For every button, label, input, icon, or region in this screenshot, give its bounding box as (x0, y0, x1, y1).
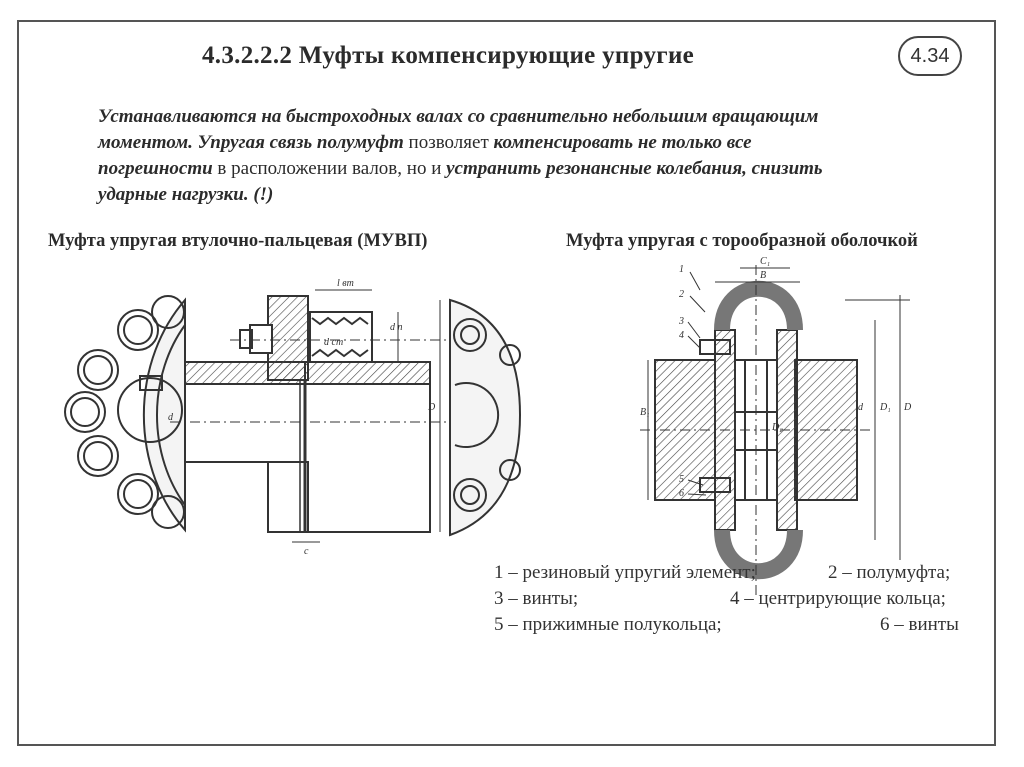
torus-label-C1: C₁ (760, 256, 770, 267)
legend-item-6: 6 – винты (880, 614, 959, 635)
torus-label-5: 5 (679, 474, 684, 485)
torus-label-D1: D₁ (879, 402, 891, 413)
torus-label-d: d (858, 402, 864, 413)
toroidal-coupling-drawing (640, 265, 910, 595)
intro-text-7: устранить резонансные колебания, снизить (446, 158, 823, 179)
slide-frame (17, 20, 996, 746)
torus-label-4: 4 (679, 330, 684, 341)
muvp-label-lvt: l вт (337, 278, 354, 289)
intro-text-3: позволяет (403, 132, 494, 153)
intro-text-8: ударные нагрузки. (!) (98, 184, 274, 205)
muvp-section-view (170, 289, 450, 543)
intro-text-5: погрешности (98, 158, 213, 179)
torus-label-B1: B₁ (640, 407, 650, 418)
legend-item-1: 1 – резиновый упругий элемент; (494, 562, 756, 583)
page-title: 4.3.2.2.2 Муфты компенсирующие упругие (202, 42, 695, 69)
legend-item-2: 2 – полумуфта; (828, 562, 951, 583)
torus-label-D: D (903, 402, 912, 413)
legend-row: 3 – винты; 4 – центрирующие кольца; (494, 586, 994, 612)
torus-label-6: 6 (679, 488, 684, 499)
intro-text-4: компенсировать не только все (493, 132, 752, 153)
legend-item-3: 3 – винты; (494, 588, 579, 609)
intro-text-1: Устанавливаются на быстроходных валах со… (98, 106, 819, 127)
parts-legend: 1 – резиновый упругий элемент; 2 – полум… (494, 560, 994, 638)
muvp-label-c: c (304, 546, 309, 557)
intro-text-2: моментом. Упругая связь полумуфт (98, 132, 404, 153)
legend-item-5: 5 – прижимные полукольца; (494, 614, 722, 635)
torus-label-D2: D₂ (771, 422, 783, 433)
page-number-badge: 4.34 (898, 36, 962, 76)
legend-row: 5 – прижимные полукольца; 6 – винты (494, 612, 994, 638)
legend-item-4: 4 – центрирующие кольца; (730, 588, 946, 609)
muvp-coupling-drawing (64, 289, 522, 543)
intro-paragraph: Устанавливаются на быстроходных валах со… (98, 104, 958, 208)
left-figure-caption: Муфта упругая втулочно-пальцевая (МУВП) (48, 231, 428, 251)
muvp-label-dp: d п (390, 322, 403, 333)
torus-label-B: B (760, 270, 766, 281)
torus-label-1: 1 (679, 264, 684, 275)
right-figure-caption: Муфта упругая с торообразной оболочкой (566, 231, 918, 251)
muvp-label-dst: d ст (324, 337, 343, 348)
drawing-dimension-labels: l вт d п d ст D c d 1 2 3 4 5 6 B C₁ D D… (168, 256, 912, 557)
torus-label-2: 2 (679, 289, 684, 300)
muvp-right-end-view (449, 298, 522, 537)
muvp-label-d: d (168, 412, 174, 423)
legend-row: 1 – резиновый упругий элемент; 2 – полум… (494, 560, 994, 586)
muvp-end-view (64, 295, 186, 533)
muvp-label-D: D (427, 402, 436, 413)
torus-label-3: 3 (678, 316, 684, 327)
intro-text-6: в расположении валов, но и (212, 158, 447, 179)
